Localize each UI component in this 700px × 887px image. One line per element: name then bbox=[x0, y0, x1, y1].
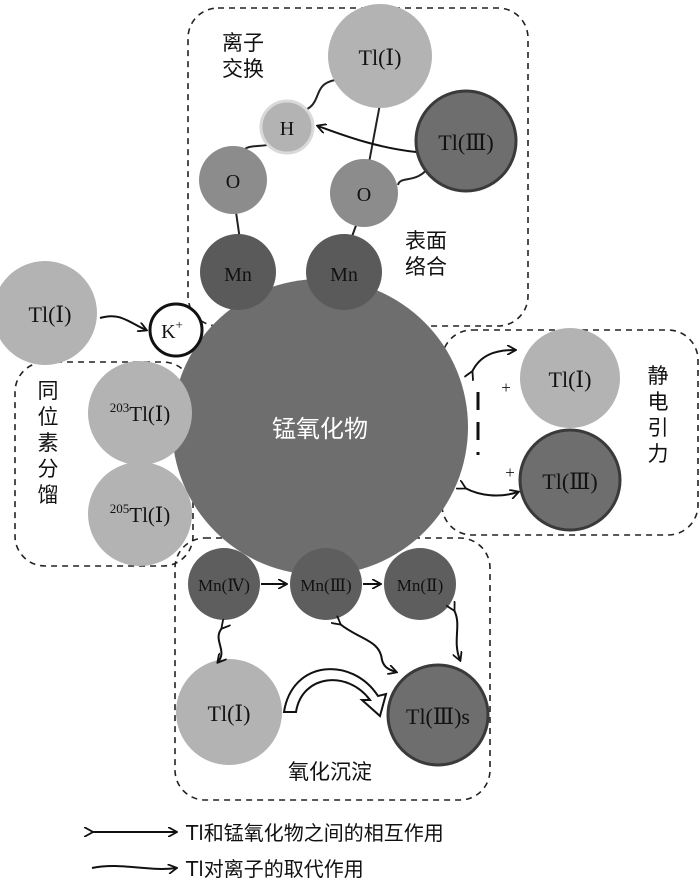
legend-single-arrow bbox=[91, 866, 176, 869]
tl1-right-label: Tl(Ⅰ) bbox=[549, 367, 592, 392]
isotope-region-box bbox=[14, 361, 194, 567]
o-right-circle bbox=[330, 159, 398, 227]
tl3-top-circle bbox=[414, 89, 518, 193]
mn3-circle bbox=[290, 548, 362, 620]
tl205-label: 205Tl(Ⅰ) bbox=[110, 501, 170, 527]
k-plus-circle bbox=[148, 302, 204, 358]
manganese-oxide-sphere bbox=[172, 279, 468, 575]
mn-left-label: Mn bbox=[224, 264, 252, 286]
isotope-label: 同位素分馏 bbox=[38, 379, 59, 507]
legend-substitution-text: Tl对离子的取代作用 bbox=[185, 857, 364, 881]
electrostatic-label: 静电引力 bbox=[648, 364, 669, 466]
mn4-label: Mn(Ⅳ) bbox=[198, 576, 250, 595]
mn2-label: Mn(Ⅱ) bbox=[397, 576, 444, 595]
o-left-circle bbox=[199, 146, 267, 214]
bond-tl-o-right bbox=[367, 103, 381, 169]
surface-complex-label: 表面 络合 bbox=[405, 229, 454, 279]
ion-exchange-label: 离子 交换 bbox=[222, 31, 271, 81]
mn2-circle bbox=[384, 548, 456, 620]
legend-interaction-text: Tl和锰氧化物之间的相互作用 bbox=[185, 821, 444, 845]
tl1-top-label: Tl(Ⅰ) bbox=[359, 45, 402, 70]
tl203-label: 203Tl(Ⅰ) bbox=[110, 400, 170, 426]
tl3s-label: Tl(Ⅲ)s bbox=[406, 704, 470, 729]
tl1-left-label: Tl(Ⅰ) bbox=[29, 302, 72, 327]
mn4-circle bbox=[188, 548, 260, 620]
tl3-top-label: Tl(Ⅲ) bbox=[438, 130, 493, 155]
o-right-label: O bbox=[357, 184, 371, 206]
h-circle bbox=[259, 99, 315, 155]
mn-right-circle bbox=[306, 234, 382, 310]
tl1-top-circle bbox=[328, 4, 432, 108]
tl1-left-circle bbox=[0, 261, 97, 365]
tl3s-circle bbox=[386, 663, 490, 767]
tl3-right-label: Tl(Ⅲ) bbox=[542, 469, 597, 494]
oxidation-label: 氧化沉淀 bbox=[288, 760, 372, 784]
plus-sign-bottom: + bbox=[505, 463, 515, 482]
electrostatic-arrow-bottom bbox=[465, 488, 518, 495]
electrostatic-arrow-top bbox=[472, 350, 515, 372]
o-left-label: O bbox=[226, 171, 240, 193]
tl1-bottom-label: Tl(Ⅰ) bbox=[208, 701, 251, 726]
mn2-tl3s-arrow bbox=[454, 610, 460, 660]
mn4-tl1-arrow bbox=[218, 628, 222, 662]
tl205-circle bbox=[88, 462, 192, 566]
mn3-tl3s-arrow bbox=[340, 624, 396, 672]
tl-substitution-arrow bbox=[99, 315, 146, 330]
h-label: H bbox=[280, 118, 294, 140]
k-plus-label: K+ bbox=[161, 317, 183, 343]
mn-left-circle bbox=[200, 234, 276, 310]
mn-right-label: Mn bbox=[330, 264, 358, 286]
tl3-to-h-arrow bbox=[318, 126, 417, 153]
plus-sign-top: + bbox=[501, 378, 511, 397]
tl1-bottom-circle bbox=[176, 659, 282, 765]
tl203-circle bbox=[88, 361, 192, 465]
mn3-label: Mn(Ⅲ) bbox=[300, 576, 351, 595]
center-label: 锰氧化物 bbox=[272, 415, 368, 443]
tl1-right-circle bbox=[520, 328, 620, 428]
oxidation-curved-arrow bbox=[282, 668, 388, 718]
